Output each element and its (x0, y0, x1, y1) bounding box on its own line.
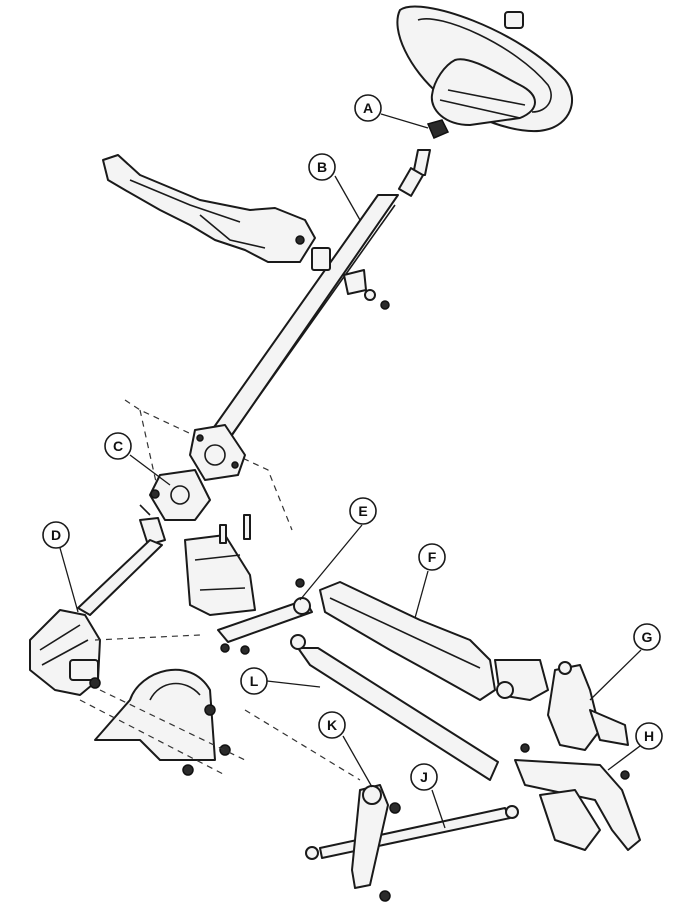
idler-bracket (184, 514, 256, 616)
callout-label-j: J (420, 769, 428, 785)
callout-b: B (308, 153, 361, 221)
callout-leader-c (129, 454, 171, 486)
steering-wheel (396, 5, 574, 133)
callout-h: H (607, 722, 663, 771)
steering-arm (514, 743, 641, 851)
callout-leader-g (589, 649, 642, 701)
part-a-adapter (426, 119, 450, 139)
callout-circle-g (633, 623, 661, 651)
callout-circle-d (42, 521, 70, 549)
firewall-plate (124, 399, 293, 531)
callout-l: L (240, 667, 321, 695)
callout-label-a: A (363, 100, 373, 116)
column-bracket (102, 154, 331, 271)
callout-f: F (414, 543, 446, 619)
callout-circle-k (318, 711, 346, 739)
callout-c: C (104, 432, 171, 486)
callout-leader-e (299, 524, 363, 601)
steering-column (211, 149, 431, 441)
callout-label-l: L (250, 673, 259, 689)
callout-circle-h (635, 722, 663, 750)
callouts: A B C D E F G H J K L (42, 94, 663, 829)
callout-e: E (299, 497, 377, 601)
callout-circle-e (349, 497, 377, 525)
callout-k: K (318, 711, 373, 788)
callout-leader-d (59, 547, 79, 613)
steering-knuckle (547, 661, 629, 751)
callout-label-h: H (644, 728, 654, 744)
callout-label-g: G (642, 629, 653, 645)
callout-d: D (42, 521, 79, 613)
callout-leader-k (342, 735, 373, 788)
callout-j: J (410, 763, 446, 829)
callout-label-c: C (113, 438, 123, 454)
callout-leader-j (431, 789, 446, 829)
callout-circle-b (308, 153, 336, 181)
callout-label-b: B (317, 159, 327, 175)
callout-g: G (589, 623, 661, 701)
callout-circle-j (410, 763, 438, 791)
callout-leader-a (380, 113, 429, 129)
front-axle (319, 581, 549, 701)
intermediate-shaft (77, 489, 166, 616)
callout-leader-f (414, 570, 429, 619)
callout-a: A (354, 94, 429, 129)
callout-circle-a (354, 94, 382, 122)
callout-label-d: D (51, 527, 61, 543)
callout-leader-b (334, 175, 361, 221)
callout-label-k: K (327, 717, 337, 733)
tie-rod (305, 805, 519, 860)
steering-gearbox (29, 609, 101, 696)
callout-circle-f (418, 543, 446, 571)
assembly-guides (79, 634, 361, 781)
horn-button (504, 11, 524, 29)
callout-circle-c (104, 432, 132, 460)
center-link (290, 634, 499, 781)
frame-mount (94, 668, 231, 776)
callout-label-e: E (358, 503, 367, 519)
callout-leader-h (607, 745, 641, 771)
callout-leader-l (266, 680, 321, 688)
callout-circle-l (240, 667, 268, 695)
callout-label-f: F (428, 549, 437, 565)
